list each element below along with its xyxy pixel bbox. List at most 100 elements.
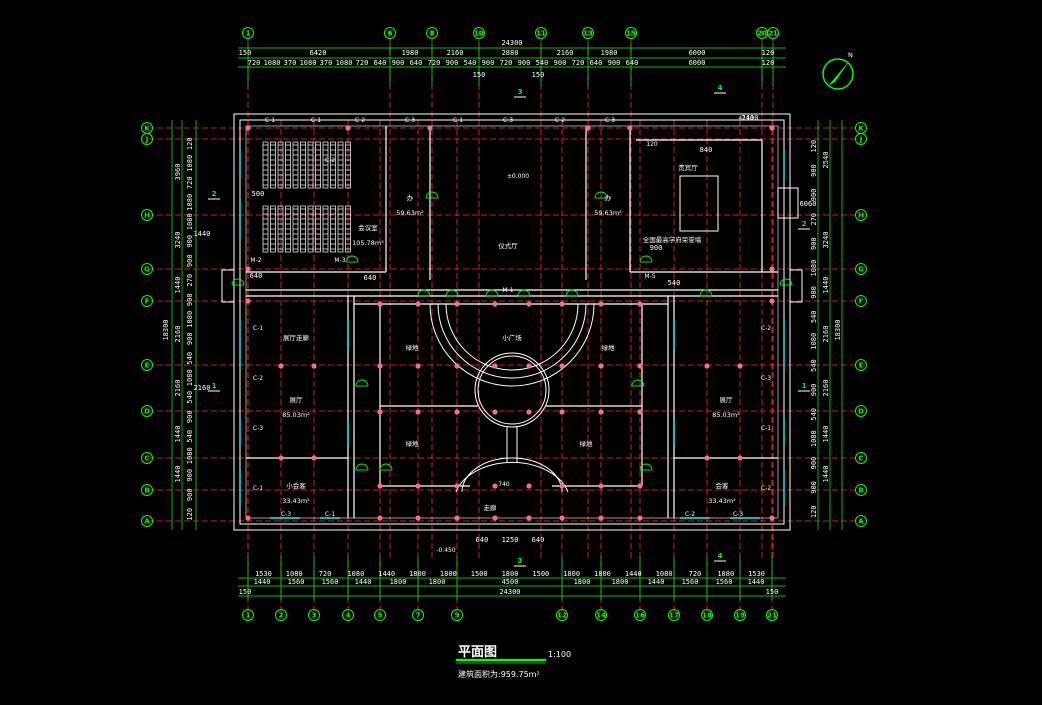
side-porches	[221, 187, 803, 303]
dim-bottom-2: 1440	[355, 578, 372, 586]
dim-top-1: 6000	[689, 49, 706, 57]
window-tag: C-3	[281, 511, 291, 518]
column	[454, 363, 460, 369]
axis-bubble-bottom: 12	[557, 612, 567, 620]
central-plaza-geometry	[429, 175, 719, 493]
dim-top-2: 540	[464, 59, 477, 67]
dim-bottom-1: 1500	[471, 570, 488, 578]
dim-left-inner: 120	[186, 508, 194, 521]
dim-bottom-1: 1080	[656, 570, 673, 578]
doors	[231, 191, 793, 471]
column	[526, 483, 532, 489]
door-swing	[639, 463, 653, 471]
dim-right-inner: 900	[810, 457, 818, 470]
dim-bottom-1: 1800	[594, 570, 611, 578]
dim-left-inner: 900	[186, 254, 194, 267]
door-swing	[485, 289, 499, 297]
dim-left-inner: 900	[186, 488, 194, 501]
interior-walls	[246, 126, 778, 518]
dim-top-2: 540	[536, 59, 549, 67]
dim-right-inner: 540	[810, 408, 818, 421]
column	[637, 301, 643, 307]
dim-left-inner: 1080	[186, 369, 194, 386]
dim-bottom-1: 720	[689, 570, 702, 578]
dimension-lines	[171, 44, 843, 600]
drawing-title: 平面图	[458, 645, 497, 660]
room-name: 会客	[716, 481, 730, 490]
element-tag: 4110	[738, 115, 753, 122]
dim-top-1: 6420	[310, 49, 327, 57]
axis-bubble-bottom: 16	[635, 612, 645, 620]
axis-bubble-top-ring	[242, 27, 254, 39]
dim-right-inner: 120	[810, 140, 818, 153]
room-area: 59.63m²	[594, 209, 622, 217]
axis-bubble-left-ring	[141, 209, 153, 221]
dim-misc: 500	[252, 190, 265, 198]
axis-bubble-top: 8	[430, 30, 435, 38]
section-label: 3	[518, 88, 523, 96]
door-swing	[417, 289, 431, 297]
axis-bubble-right-ring	[855, 515, 867, 527]
window-tag: C-2	[555, 117, 565, 124]
axis-bubble-bottom: 9	[455, 612, 460, 620]
dim-top-2: 720	[500, 59, 513, 67]
dim-bottom-2: 1440	[254, 578, 271, 586]
element-tag: 120	[646, 141, 658, 148]
column	[585, 125, 591, 131]
axis-bubble-left: G	[144, 266, 150, 274]
dim-misc: 900	[650, 244, 663, 252]
column	[598, 363, 604, 369]
axis-bubble-bottom-ring	[374, 609, 386, 621]
column	[311, 455, 317, 461]
axis-bubble-right: H	[858, 212, 864, 220]
element-tag: M-2	[250, 257, 261, 264]
dim-misc: 1250	[502, 536, 519, 544]
door-swing	[445, 289, 459, 297]
room-name: 展厅	[290, 396, 304, 404]
windows	[239, 150, 785, 519]
column	[377, 515, 383, 521]
axis-bubble-top-ring	[767, 27, 779, 39]
axis-bubble-left: J	[145, 136, 149, 144]
room-area: 105.78m²	[352, 239, 384, 247]
axis-bubble-bottom-ring	[412, 609, 424, 621]
dim-left: 3240	[174, 232, 182, 249]
dim-misc: 1440	[194, 230, 211, 238]
dim-bottom-2: 1800	[612, 578, 629, 586]
dim-misc: 840	[700, 146, 713, 154]
dim-left-inner: 120	[186, 137, 194, 150]
axis-bubble-right: A	[858, 518, 864, 526]
door-swing	[639, 255, 653, 263]
door-swing	[779, 278, 793, 286]
axis-bubble-right-ring	[855, 295, 867, 307]
column	[598, 483, 604, 489]
dim-right-inner: 1080	[810, 260, 818, 277]
dim-left-inner: 900	[186, 332, 194, 345]
dim-misc: 6060	[800, 200, 817, 208]
axis-bubble-bottom: 14	[596, 612, 606, 620]
north-arrow-pointer	[828, 60, 850, 86]
axis-bubble-top-ring	[473, 27, 485, 39]
axis-bubble-top: 13	[583, 30, 593, 38]
dim-left-inner: 540	[186, 391, 194, 404]
room-name: 绿地	[602, 343, 616, 352]
door-swing	[425, 191, 439, 199]
axis-bubble-bottom-ring	[595, 609, 607, 621]
window-tag: C-1	[311, 117, 321, 124]
axis-bubble-bottom: 19	[735, 612, 745, 620]
room-name: 绿地	[406, 343, 420, 352]
dim-top-2: 640	[590, 59, 603, 67]
column	[492, 363, 498, 369]
dim-right: 3240	[822, 232, 830, 249]
axis-bubble-left: F	[145, 298, 150, 306]
dim-bottom-1: 1800	[409, 570, 426, 578]
dim-left-inner: 900	[186, 410, 194, 423]
axis-bubble-left-ring	[141, 295, 153, 307]
columns	[245, 125, 775, 521]
column	[598, 409, 604, 415]
column	[415, 409, 421, 415]
door-swing	[699, 289, 713, 297]
axis-bubble-left: D	[144, 408, 150, 416]
